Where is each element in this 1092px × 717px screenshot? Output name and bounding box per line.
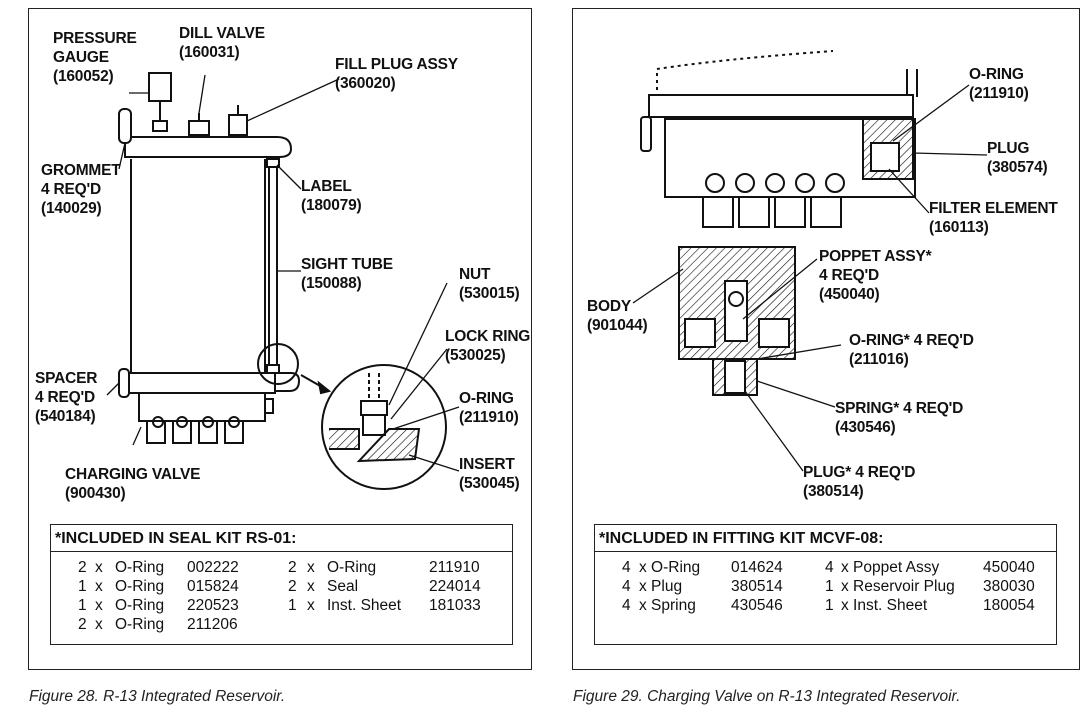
fitting-kit-title: *INCLUDED IN FITTING KIT MCVF-08: (595, 525, 1056, 552)
label-spacer: SPACER 4 REQ'D (540184) (35, 370, 98, 425)
label-label: LABEL (180079) (301, 178, 362, 214)
figure-29-panel: O-RING (211910) PLUG (380574) FILTER ELE… (572, 8, 1080, 670)
figure-28-panel: PRESSURE GAUGE (160052) DILL VALVE (1600… (28, 8, 532, 670)
seal-kit-title: *INCLUDED IN SEAL KIT RS-01: (51, 525, 512, 552)
charging-valve-drawing (632, 50, 988, 472)
label-poppet-assy: POPPET ASSY* 4 REQ'D (450040) (819, 248, 932, 303)
label-spring: SPRING* 4 REQ'D (430546) (835, 400, 964, 436)
label-fill-plug-assy: FILL PLUG ASSY (360020) (335, 56, 458, 92)
label-dill-valve: DILL VALVE (160031) (179, 25, 265, 61)
figure-29-caption: Figure 29. Charging Valve on R-13 Integr… (573, 688, 961, 705)
label-o-ring: O-RING (211910) (459, 390, 519, 426)
label-grommet: GROMMET 4 REQ'D (140029) (41, 162, 121, 217)
reservoir-drawing (106, 72, 460, 490)
label-pressure-gauge: PRESSURE GAUGE (160052) (53, 30, 137, 85)
label-o-ring-top: O-RING (211910) (969, 66, 1029, 102)
figure-28-caption: Figure 28. R-13 Integrated Reservoir. (29, 688, 286, 705)
label-plug: PLUG (380574) (987, 140, 1048, 176)
detail-callout-circle (321, 364, 447, 490)
label-charging-valve: CHARGING VALVE (900430) (65, 466, 201, 502)
label-lock-ring: LOCK RING (530025) (445, 328, 531, 364)
label-plug-4: PLUG* 4 REQ'D (380514) (803, 464, 916, 500)
label-insert: INSERT (530045) (459, 456, 520, 492)
label-body: BODY (901044) (587, 298, 648, 334)
label-nut: NUT (530015) (459, 266, 520, 302)
label-filter-element: FILTER ELEMENT (160113) (929, 200, 1058, 236)
label-sight-tube: SIGHT TUBE (150088) (301, 256, 393, 292)
pressure-gauge-body (148, 72, 172, 102)
label-o-ring-4: O-RING* 4 REQ'D (211016) (849, 332, 974, 368)
